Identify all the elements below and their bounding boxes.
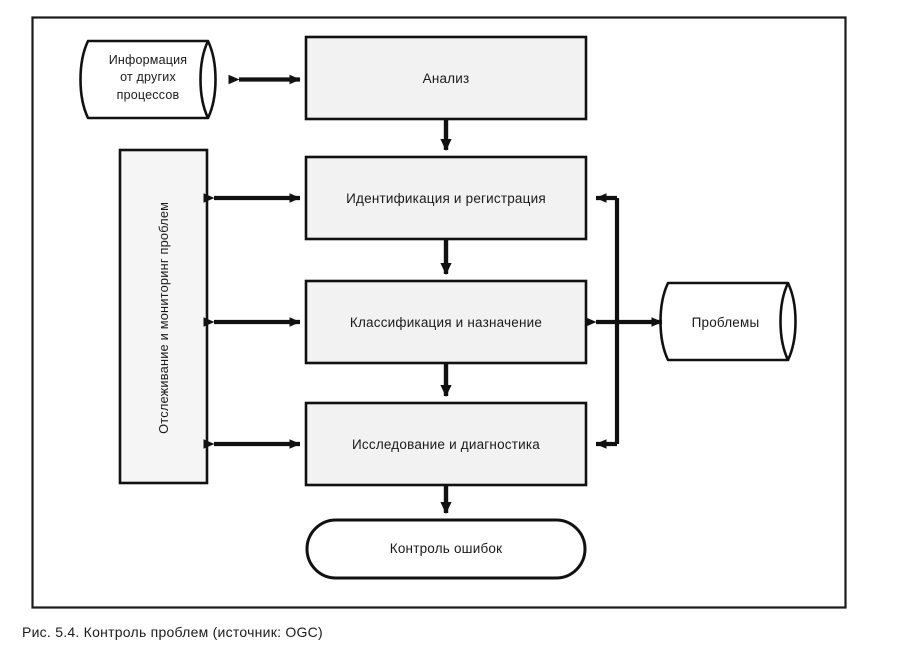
node-classification-assignment[interactable] <box>304 279 588 365</box>
node-error-control[interactable] <box>305 518 587 580</box>
node-investigation-diagnostics[interactable] <box>304 401 588 487</box>
node-identification-registration[interactable] <box>304 155 588 241</box>
node-info-other-processes[interactable] <box>79 39 217 120</box>
node-analysis[interactable] <box>304 35 588 121</box>
node-problems[interactable] <box>659 281 797 362</box>
figure-caption: Рис. 5.4. Контроль проблем (источник: OG… <box>22 624 323 640</box>
figure-area: Информация от других процессов Анализ Ид… <box>31 16 847 609</box>
node-tracking-monitoring[interactable] <box>118 148 209 485</box>
flowchart-canvas <box>31 16 847 609</box>
